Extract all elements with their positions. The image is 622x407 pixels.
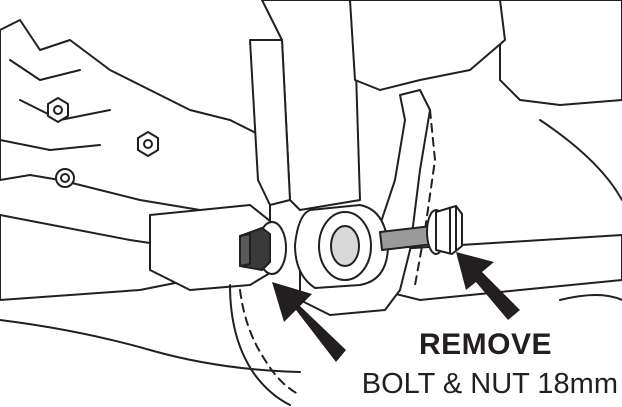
arrow-to-nut: [272, 282, 346, 362]
bracket-hidden-edge: [414, 109, 436, 286]
panel-curve-right: [539, 119, 622, 301]
tire-arc-dashed: [239, 289, 301, 396]
shock-upper-mount: [349, 0, 506, 91]
nut-face: [239, 233, 251, 267]
frame-bolt-lower: [137, 131, 159, 157]
instruction-detail: BOLT & NUT 18mm: [361, 368, 618, 400]
bolt-head-flat: [449, 205, 457, 253]
frame-bolt-left: [55, 168, 75, 188]
body-panel-right: [499, 0, 622, 106]
mount-bracket-left: [149, 204, 276, 291]
shock-dust-boot: [249, 39, 291, 206]
axle-lower-curve: [0, 319, 301, 373]
frame-bolt-upper: [47, 97, 69, 123]
tire-arc: [229, 284, 291, 406]
arrow-to-bolt: [456, 252, 520, 320]
frame-bracket-left: [0, 19, 271, 231]
instruction-action: REMOVE: [418, 328, 552, 361]
bushing-inner: [330, 225, 360, 267]
